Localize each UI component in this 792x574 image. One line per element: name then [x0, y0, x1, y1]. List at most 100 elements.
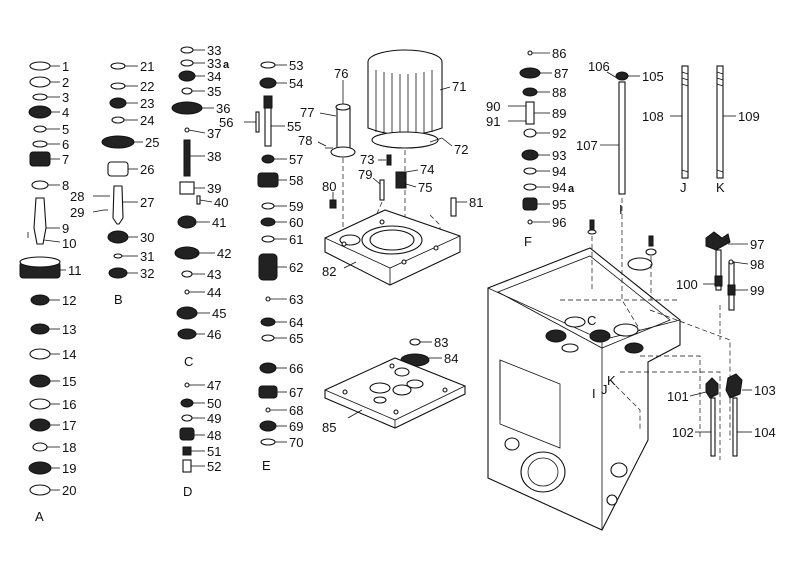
label-40: 40: [214, 195, 228, 210]
label-35: 35: [207, 84, 221, 99]
label-13: 13: [62, 322, 76, 337]
label-79: 79: [358, 167, 372, 182]
label-100: 100: [676, 277, 698, 292]
part-64-ring: [260, 317, 276, 327]
label-93: 93: [552, 148, 566, 163]
part-53-ring: [260, 61, 276, 69]
part-77-sleeve: [336, 106, 351, 151]
label-68: 68: [289, 403, 303, 418]
part-25-gear: [101, 135, 135, 149]
part-67-gear: [258, 385, 278, 399]
part-49-ring: [181, 414, 193, 422]
label-17: 17: [62, 418, 76, 433]
label-76: 76: [334, 66, 348, 81]
label-23: 23: [140, 96, 154, 111]
part-15-bearing: [29, 374, 51, 388]
part-100-rod: [715, 249, 722, 291]
housing-marks: C I J K: [587, 313, 616, 401]
part-105-knob: [615, 71, 629, 81]
label-1: 1: [62, 59, 69, 74]
label-80: 80: [322, 179, 336, 194]
housing-mark-k: K: [607, 373, 616, 388]
label-77: 77: [300, 105, 314, 120]
label-20: 20: [62, 483, 76, 498]
part-94-ring: [523, 167, 537, 175]
part-24-ring: [111, 116, 125, 124]
label-49: 49: [207, 411, 221, 426]
label-2: 2: [62, 75, 69, 90]
label-3: 3: [62, 90, 69, 105]
label-78: 78: [298, 133, 312, 148]
part-62-gear-cluster: [258, 253, 278, 281]
label-72: 72: [454, 142, 468, 157]
label-74: 74: [420, 162, 434, 177]
label-38: 38: [207, 149, 221, 164]
column-b-parts: [92, 62, 143, 279]
part-71-motor-flange: [371, 131, 439, 149]
group-label-j: J: [680, 180, 687, 195]
label-85: 85: [322, 420, 336, 435]
label-50: 50: [207, 396, 221, 411]
part-1-snap-ring: [29, 61, 51, 71]
part-11-gear-top: [19, 256, 61, 268]
part-19-bearing: [28, 461, 52, 475]
label-101: 101: [667, 389, 689, 404]
group-label-k: K: [716, 180, 725, 195]
label-10: 10: [62, 236, 76, 251]
label-46: 46: [207, 327, 221, 342]
label-86: 86: [552, 46, 566, 61]
part-63-ball: [265, 296, 271, 302]
label-56: 56: [219, 115, 233, 130]
part-16-washer: [29, 398, 51, 410]
label-48: 48: [207, 428, 221, 443]
part-5-ring: [33, 125, 47, 133]
label-75: 75: [418, 180, 432, 195]
label-19: 19: [62, 461, 76, 476]
part-22-ring: [110, 82, 126, 90]
part-40-pin: [196, 195, 201, 205]
part-83-washer: [409, 338, 421, 346]
label-43: 43: [207, 267, 221, 282]
label-37: 37: [207, 126, 221, 141]
rods-ijk: [600, 65, 736, 195]
column-f-labels: 86 87 88 89 90 91 92 93 94 94 a 95 96 F: [486, 46, 575, 249]
label-21: 21: [140, 59, 154, 74]
column-d-labels: 47 50 49 48 51 52 D: [183, 378, 221, 499]
part-7-gear: [29, 151, 51, 167]
column-d-parts: [179, 382, 205, 473]
housing-mark-j: J: [601, 382, 608, 397]
column-f-parts: [508, 50, 552, 225]
part-46-bearing: [177, 328, 197, 340]
gearbox-housing: [487, 198, 731, 531]
shift-forks: [689, 231, 752, 457]
part-32-bearing: [108, 267, 128, 279]
part-98-ball: [728, 259, 734, 265]
label-22: 22: [140, 79, 154, 94]
group-label-i: I: [619, 202, 623, 217]
label-42: 42: [217, 246, 231, 261]
part-73-key: [386, 154, 392, 166]
part-48-gear: [179, 427, 195, 441]
housing-mark-c: C: [587, 313, 596, 328]
label-29: 29: [70, 205, 84, 220]
part-66-bearing: [259, 362, 277, 374]
label-6: 6: [62, 137, 69, 152]
label-15: 15: [62, 374, 76, 389]
part-27-shaft: [112, 185, 124, 225]
label-27: 27: [140, 195, 154, 210]
label-44: 44: [207, 285, 221, 300]
label-94a-suffix: a: [568, 183, 575, 195]
part-94a-ring: [523, 183, 537, 191]
label-102: 102: [672, 425, 694, 440]
group-label-b: B: [114, 292, 123, 307]
part-89-shaft: [525, 101, 535, 125]
part-23-bearing: [109, 97, 127, 109]
part-102-rod: [710, 397, 716, 457]
part-45-bearing: [176, 306, 198, 320]
label-54: 54: [289, 76, 303, 91]
part-30-gear: [107, 230, 129, 244]
label-61: 61: [289, 232, 303, 247]
part-68-ball: [265, 407, 271, 413]
part-87-gear: [519, 67, 541, 79]
